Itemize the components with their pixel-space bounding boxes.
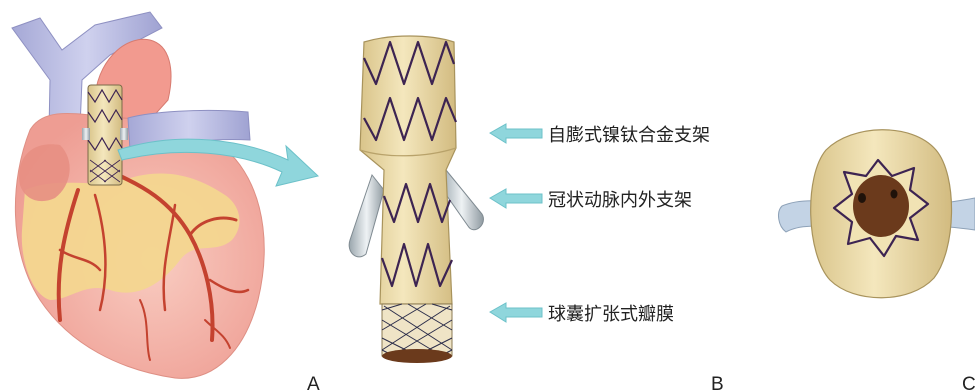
top-view-cavity (853, 175, 909, 237)
balloon-valve (382, 304, 452, 363)
panel-label-b: B (711, 374, 724, 391)
coronary-stent-left (349, 175, 384, 257)
stent-detail (349, 36, 483, 363)
stent-top-view (779, 130, 975, 298)
panel-label-a: A (307, 374, 320, 391)
callout-coronary-stent: 冠状动脉内外支架 (548, 190, 692, 211)
callout-self-expanding-stent: 自膨式镍钛合金支架 (548, 125, 710, 146)
heart-stent (82, 85, 128, 185)
stent-fabric-body (360, 36, 456, 304)
pointer-arrow-icon (490, 124, 542, 322)
callout-balloon-valve: 球囊扩张式瓣膜 (548, 304, 674, 325)
heart-illustration (12, 12, 264, 378)
panel-label-c: C (962, 374, 975, 391)
